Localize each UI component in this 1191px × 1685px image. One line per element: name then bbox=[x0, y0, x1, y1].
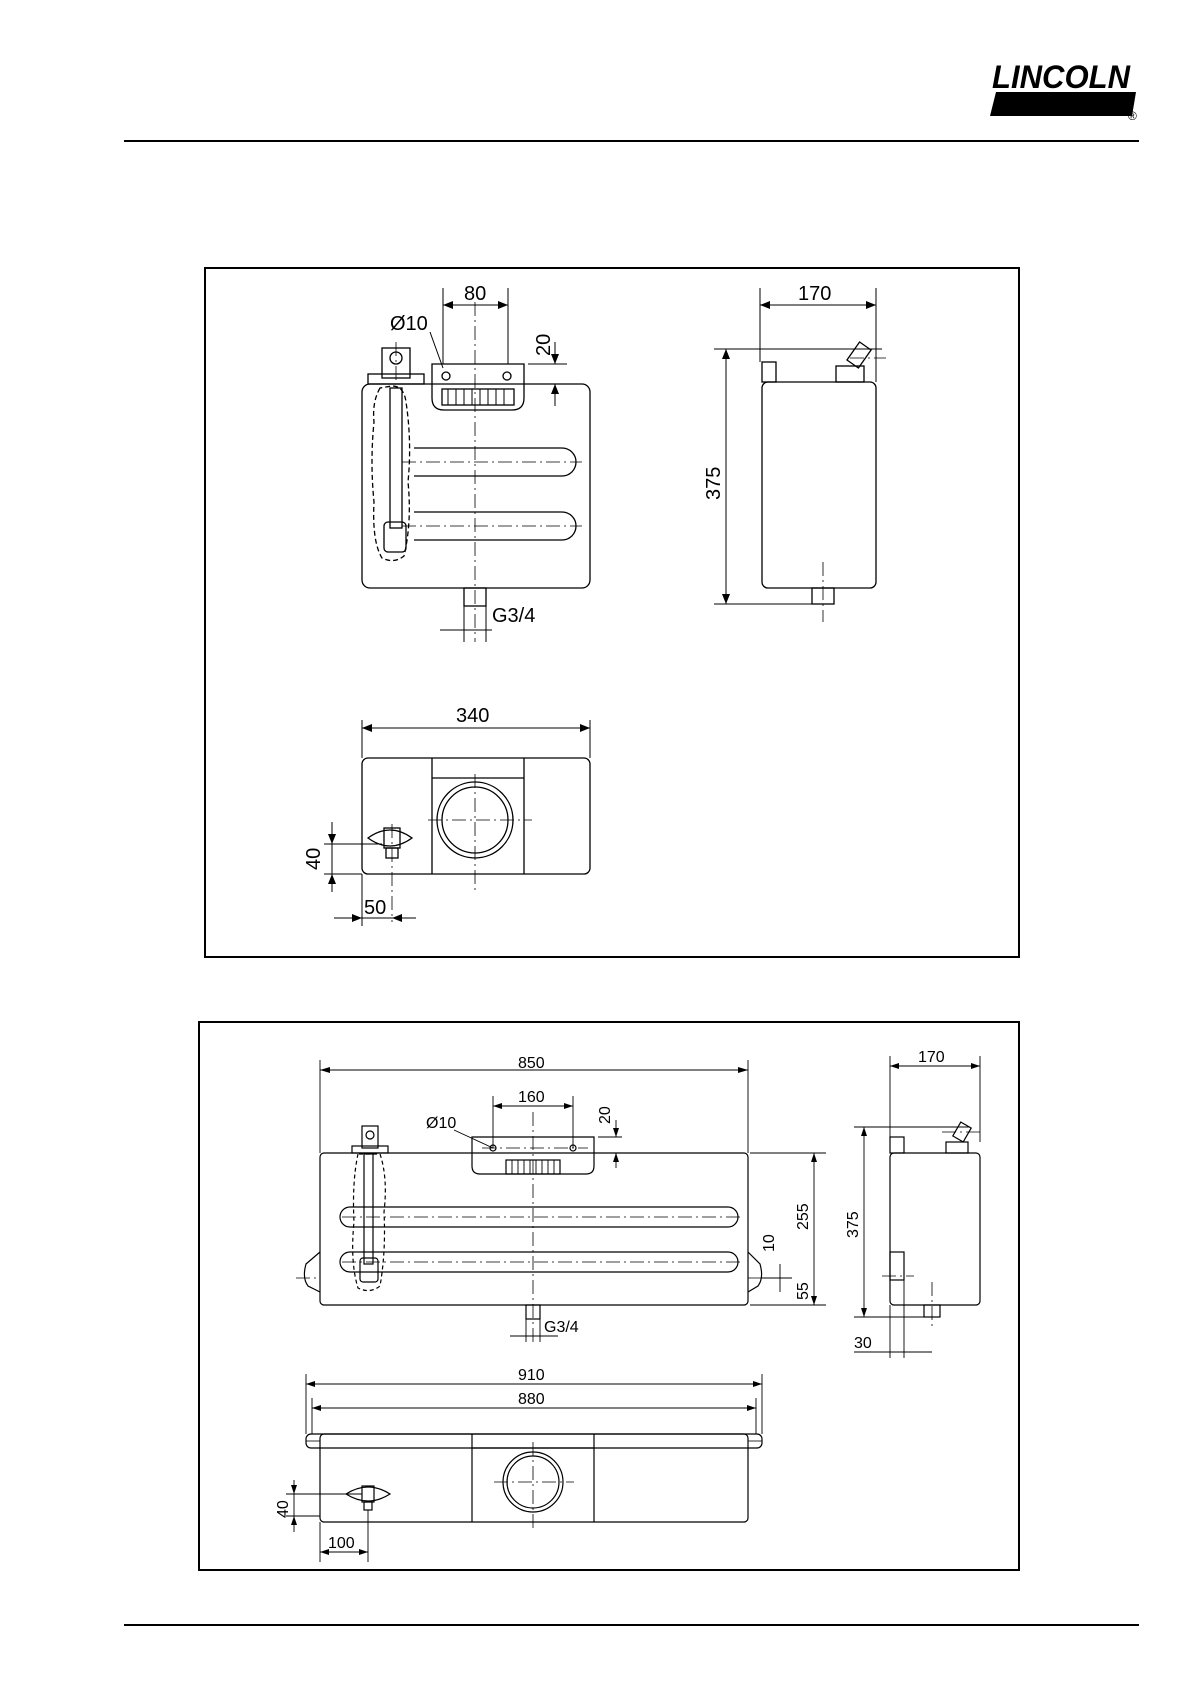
logo-bar bbox=[990, 92, 1136, 116]
logo-text: LINCOLN bbox=[992, 59, 1131, 95]
dimension-lines-front bbox=[320, 1060, 826, 1342]
drawing-frame-small-reservoir: 80 Ø10 20 G3/4 170 375 bbox=[204, 267, 1020, 958]
dimension-arrows-side bbox=[861, 1063, 980, 1317]
level-gauge-cutaway bbox=[372, 386, 410, 561]
footer-rule bbox=[124, 1624, 1139, 1626]
side-view-connector bbox=[847, 342, 871, 368]
dimension-lines-top bbox=[324, 720, 590, 926]
side-view-filler-neck bbox=[762, 362, 776, 382]
dim-g34: G3/4 bbox=[492, 605, 535, 627]
filler-flange bbox=[432, 364, 524, 410]
dim-55: 55 bbox=[795, 1282, 812, 1300]
dim-100: 100 bbox=[328, 1535, 355, 1552]
dim-30: 30 bbox=[854, 1335, 872, 1352]
mounting-hole-right bbox=[503, 372, 511, 380]
dim-850: 850 bbox=[518, 1055, 545, 1072]
dim-880: 880 bbox=[518, 1391, 545, 1408]
filler-cap-ribs bbox=[448, 389, 504, 405]
side-view-body bbox=[762, 382, 876, 588]
dimension-arrows-top bbox=[328, 724, 590, 922]
front-view-body bbox=[362, 384, 590, 588]
top-view-body bbox=[320, 1434, 748, 1522]
level-gauge-float bbox=[384, 522, 406, 552]
level-gauge-cutaway bbox=[353, 1154, 386, 1291]
dim-hole-d10: Ø10 bbox=[390, 313, 428, 335]
drawing-large-reservoir: 850 160 Ø10 20 255 10 55 G3/4 170 375 30 bbox=[200, 1023, 1018, 1569]
level-switch-base bbox=[352, 1146, 388, 1153]
top-view-filler-flange bbox=[432, 758, 524, 874]
dim-10: 10 bbox=[761, 1234, 778, 1252]
dim-20: 20 bbox=[597, 1106, 614, 1124]
header-rule bbox=[124, 140, 1139, 142]
dim-255: 255 bbox=[795, 1203, 812, 1230]
lincoln-logo: LINCOLN ® bbox=[988, 58, 1140, 120]
filler-cap bbox=[442, 389, 514, 405]
level-gauge-tube bbox=[364, 1154, 373, 1264]
side-view-level-switch bbox=[836, 366, 864, 382]
top-view-filler-inner bbox=[442, 787, 508, 853]
logo-registered-mark: ® bbox=[1128, 109, 1137, 120]
top-view-switch-body bbox=[362, 1486, 374, 1502]
level-switch-connector bbox=[366, 1131, 374, 1139]
dim-375: 375 bbox=[703, 467, 725, 500]
dim-340: 340 bbox=[456, 705, 489, 727]
mounting-hole-left bbox=[442, 372, 450, 380]
dim-910: 910 bbox=[518, 1367, 545, 1384]
side-view-level-switch bbox=[946, 1142, 968, 1153]
dimension-lines-side bbox=[714, 288, 882, 604]
dimension-arrows-front bbox=[320, 1067, 817, 1305]
centerlines-side bbox=[882, 1132, 984, 1326]
side-view-filler-neck bbox=[890, 1137, 904, 1153]
dim-80: 80 bbox=[464, 283, 486, 305]
dim-40: 40 bbox=[275, 1500, 292, 1518]
dimension-arrows-side bbox=[722, 301, 876, 604]
top-view-flange bbox=[306, 1434, 762, 1448]
dim-50: 50 bbox=[364, 897, 386, 919]
mounting-lug-left bbox=[304, 1252, 320, 1292]
drawing-frame-large-reservoir: 850 160 Ø10 20 255 10 55 G3/4 170 375 30 bbox=[198, 1021, 1020, 1571]
dimension-lines-side bbox=[854, 1056, 980, 1358]
top-view-switch-connector bbox=[364, 1502, 372, 1510]
dim-40: 40 bbox=[303, 848, 325, 870]
dim-170: 170 bbox=[918, 1049, 945, 1066]
centerlines-top bbox=[392, 774, 532, 922]
dim-375: 375 bbox=[845, 1211, 862, 1238]
dim-20: 20 bbox=[533, 334, 555, 356]
dim-160: 160 bbox=[518, 1089, 545, 1106]
level-switch-housing bbox=[362, 1126, 378, 1148]
dim-g34: G3/4 bbox=[544, 1319, 579, 1336]
drawing-small-reservoir: 80 Ø10 20 G3/4 170 375 bbox=[206, 269, 1018, 956]
dim-hole-d10: Ø10 bbox=[426, 1115, 456, 1132]
level-gauge-tube bbox=[390, 388, 402, 528]
dim-170: 170 bbox=[798, 283, 831, 305]
side-view-body bbox=[890, 1153, 980, 1305]
top-view-body bbox=[362, 758, 590, 874]
mounting-lug-right bbox=[748, 1252, 762, 1292]
